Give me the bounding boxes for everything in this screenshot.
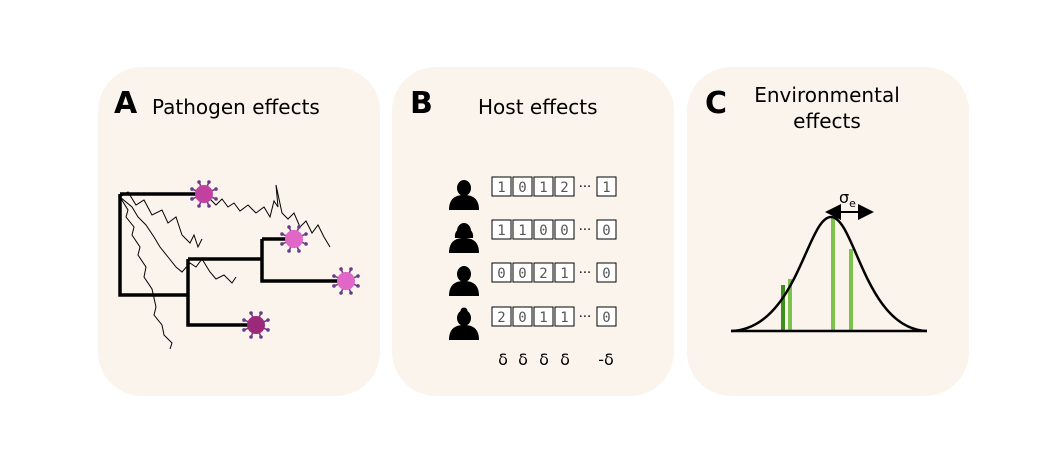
virus-icon — [190, 180, 218, 208]
svg-text:2: 2 — [560, 180, 568, 196]
genotype-cell: 1 — [554, 306, 575, 327]
person-bun-hair-icon — [449, 307, 479, 340]
effect-size-label: δ — [498, 350, 508, 369]
person-short-hair-icon — [449, 180, 479, 210]
genotype-cell: 1 — [491, 219, 512, 240]
normal-distribution-diagram: σe — [730, 188, 928, 333]
svg-text:0: 0 — [518, 266, 526, 282]
ellipsis: ··· — [579, 223, 591, 238]
host-effects-title: Host effects — [478, 95, 598, 119]
svg-text:1: 1 — [539, 310, 547, 326]
virus-icon — [332, 267, 360, 295]
person-long-hair-icon — [449, 223, 479, 253]
environmental-title-line-2: effects — [793, 109, 861, 133]
panel-letter-c: C — [705, 86, 728, 121]
person-short-hair-icon — [449, 266, 479, 296]
pathogen-effects-title: Pathogen effects — [152, 95, 320, 119]
svg-text:1: 1 — [518, 223, 526, 239]
svg-text:1: 1 — [560, 310, 568, 326]
panel-letter-a: A — [114, 86, 138, 121]
svg-text:0: 0 — [602, 223, 610, 239]
environmental-effects-panel: C Environmental effects σe — [687, 67, 969, 396]
genotype-cell-last: 0 — [596, 306, 617, 327]
genotype-cell: 1 — [512, 219, 533, 240]
genotype-cell: 0 — [512, 262, 533, 283]
genotype-cell: 2 — [554, 176, 575, 197]
virus-icon — [242, 311, 270, 339]
genotype-cell: 0 — [554, 219, 575, 240]
svg-text:0: 0 — [518, 180, 526, 196]
ellipsis: ··· — [579, 310, 591, 325]
random-walk-trace-4 — [207, 184, 331, 248]
environmental-effects-title: Environmental effects — [747, 82, 907, 134]
genotype-cell: 1 — [491, 176, 512, 197]
svg-text:1: 1 — [602, 180, 610, 196]
svg-text:0: 0 — [602, 266, 610, 282]
genotype-cell: 0 — [512, 306, 533, 327]
svg-text:0: 0 — [602, 310, 610, 326]
genotype-cell: 2 — [491, 306, 512, 327]
effect-size-label: δ — [518, 350, 528, 369]
environmental-title-line-1: Environmental — [754, 83, 900, 107]
svg-text:1: 1 — [497, 223, 505, 239]
genotype-cell: 1 — [533, 176, 554, 197]
svg-text:1: 1 — [539, 180, 547, 196]
genotype-cell: 2 — [533, 262, 554, 283]
virus-icon — [280, 225, 308, 253]
random-walk-trace-3 — [119, 191, 203, 249]
svg-text:0: 0 — [497, 266, 505, 282]
genotype-cell-last: 0 — [596, 262, 617, 283]
svg-text:1: 1 — [560, 266, 568, 282]
genotype-cell: 0 — [533, 219, 554, 240]
genotype-cell: 1 — [554, 262, 575, 283]
svg-text:2: 2 — [497, 310, 505, 326]
svg-text:1: 1 — [497, 180, 505, 196]
svg-text:0: 0 — [518, 310, 526, 326]
effect-size-label: δ — [560, 350, 570, 369]
bell-curve — [730, 215, 928, 333]
genotype-cell: 0 — [512, 176, 533, 197]
random-walk-trace-2 — [119, 196, 237, 284]
genotype-cell: 1 — [533, 306, 554, 327]
svg-text:0: 0 — [539, 223, 547, 239]
phylogenetic-tree — [118, 192, 338, 327]
random-walk-traces — [119, 184, 331, 350]
effect-size-label: δ — [539, 350, 549, 369]
genotype-cell: 0 — [491, 262, 512, 283]
phylogeny-diagram — [118, 180, 360, 350]
panel-letter-b: B — [410, 86, 433, 121]
svg-text:0: 0 — [560, 223, 568, 239]
effect-size-label-last: -δ — [598, 350, 614, 369]
svg-text:2: 2 — [539, 266, 547, 282]
random-walk-trace-1 — [119, 196, 173, 350]
sigma-label: σe — [839, 188, 856, 210]
pathogen-effects-panel: A Pathogen effects — [98, 67, 380, 396]
ellipsis: ··· — [579, 266, 591, 281]
ellipsis: ··· — [579, 180, 591, 195]
genotype-cell-last: 0 — [596, 219, 617, 240]
genotype-cell-last: 1 — [596, 176, 617, 197]
